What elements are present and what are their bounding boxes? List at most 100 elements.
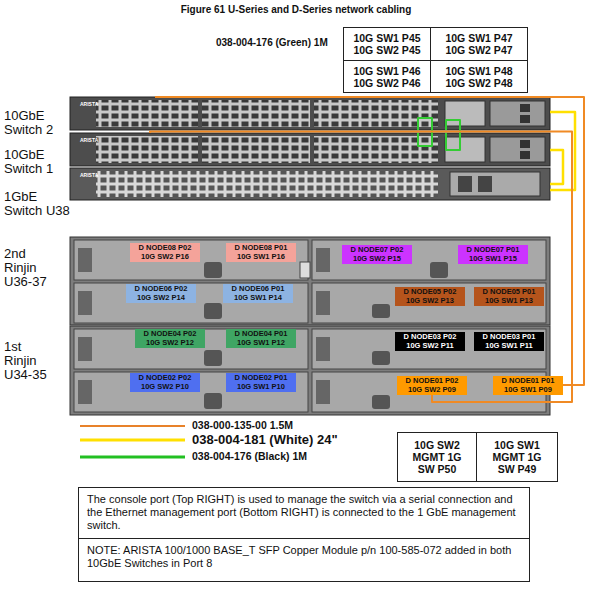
vent (316, 248, 330, 272)
vent (316, 291, 330, 315)
server-unit: 2nd Rinjin U36-37 D NODE08 P02 10G SW2 P1… (4, 237, 550, 325)
legend-text: 038-000-135-00 1.5M (192, 419, 293, 432)
port-tag: D NODE07 P01 10G SW1 P15 (458, 245, 528, 264)
note-text: NOTE: ARISTA 100/1000 BASE_T SFP Copper … (87, 544, 521, 570)
uplink-module (445, 137, 485, 162)
vent (316, 380, 330, 404)
node-tray (312, 329, 546, 369)
port-label: D NODE01 P02 10G SW2 P09 (399, 377, 465, 394)
node-tray (74, 240, 308, 280)
port-tag: D NODE08 P01 10G SW1 P16 (226, 243, 296, 262)
mgmt-module (490, 137, 545, 162)
port-divider (310, 136, 314, 163)
legend-text: 038-004-176 (Black) 1M (192, 450, 307, 463)
unit-heading: 2nd Rinjin U36-37 (4, 247, 52, 289)
table-cell: 10G SW1 P48 10G SW2 P48 (430, 60, 528, 93)
switch-chassis (70, 168, 550, 200)
port-label: D NODE03 P01 10G SW1 P11 (476, 333, 542, 350)
vent (78, 337, 92, 361)
network-cable (418, 118, 432, 146)
unit-heading: 10GbE Switch 2 (4, 109, 66, 137)
port-label: D NODE02 P02 10G SW2 P10 (132, 374, 198, 391)
server-chassis (70, 237, 550, 325)
port-label: D NODE08 P01 10G SW1 P16 (228, 244, 294, 261)
port-tag: D NODE04 P01 10G SW1 P12 (226, 329, 296, 348)
cell-text: 10G SW1 P46 10G SW2 P46 (350, 65, 424, 89)
port-tag: D NODE02 P02 10G SW2 P10 (130, 373, 200, 392)
legend-sample (80, 456, 185, 459)
server-unit: 1st Rinjin U34-35D NODE04 P02 10G SW2 P1… (4, 326, 550, 415)
mgmt-module (490, 101, 545, 126)
note-box: The console port (Top RIGHT) is used to … (78, 487, 530, 539)
port-label: D NODE05 P02 10G SW2 P13 (397, 288, 463, 305)
port-tag: D NODE04 P02 10G SW2 P12 (135, 329, 205, 348)
brand-mark: ARISTA (80, 101, 98, 107)
network-cable (150, 132, 572, 403)
network-cable (550, 112, 575, 190)
port-label: D NODE03 P02 10G SW2 P11 (397, 333, 463, 350)
port-label: D NODE02 P01 10G SW1 P10 (228, 374, 294, 391)
cell-text: 10G SW2 MGMT 1G SW P50 (404, 439, 470, 475)
port-tag: D NODE06 P02 10G SW2 P14 (126, 284, 196, 303)
legend-sample (80, 439, 185, 442)
mgmt-port (520, 151, 530, 159)
sfp-port (458, 176, 472, 192)
port-label: D NODE07 P02 10G SW2 P15 (344, 246, 410, 263)
port-tag: D NODE03 P02 10G SW2 P11 (395, 332, 465, 351)
node-tray (74, 283, 308, 323)
table-cell: 10G SW1 P47 10G SW2 P47 (430, 27, 528, 61)
unit-heading: 1GbE Switch U38 (4, 190, 72, 218)
table-cell: 10G SW2 MGMT 1G SW P50 (397, 432, 477, 482)
power-inlet (430, 262, 448, 278)
vent (78, 291, 92, 315)
port-label: D NODE01 P01 10G SW1 P09 (495, 377, 561, 394)
console-port (520, 104, 530, 112)
cell-text: 10G SW1 P48 10G SW2 P48 (437, 65, 521, 89)
port-label: D NODE05 P01 10G SW1 P13 (476, 288, 542, 305)
power-inlet (204, 303, 222, 319)
port-label: D NODE07 P01 10G SW1 P15 (460, 246, 526, 263)
cell-text: 10G SW1 P45 10G SW2 P45 (350, 32, 424, 56)
network-cable (550, 150, 563, 184)
brand-mark: ARISTA (80, 137, 98, 143)
port-tag: D NODE01 P02 10G SW2 P09 (397, 376, 467, 395)
brand-mark: ARISTA (80, 172, 98, 178)
vent (78, 380, 92, 404)
port-bank (96, 171, 438, 197)
port-tag: D NODE05 P01 10G SW1 P13 (474, 287, 544, 306)
port-label: D NODE04 P01 10G SW1 P12 (228, 330, 294, 347)
node-tray (312, 240, 546, 280)
vent (316, 337, 330, 361)
port-divider (198, 100, 202, 127)
port-tag: D NODE01 P01 10G SW1 P09 (493, 376, 563, 395)
switch-chassis (70, 133, 550, 166)
port-tag: D NODE05 P02 10G SW2 P13 (395, 287, 465, 306)
switch-chassis (70, 97, 550, 130)
legend-sample (80, 425, 185, 427)
port-tag: D NODE08 P02 10G SW2 P16 (130, 243, 200, 262)
cell-text: 10G SW1 P47 10G SW2 P47 (437, 32, 521, 56)
mgmt-port (520, 115, 530, 123)
note-box: NOTE: ARISTA 100/1000 BASE_T SFP Copper … (78, 538, 530, 582)
network-cable (446, 120, 460, 150)
port-label: D NODE06 P02 10G SW2 P14 (128, 285, 194, 302)
port-label: D NODE08 P02 10G SW2 P16 (132, 244, 198, 261)
uplink-module (445, 101, 485, 126)
port-tag: D NODE07 P02 10G SW2 P15 (342, 245, 412, 264)
power-inlet (204, 350, 222, 366)
power-inlet (372, 395, 390, 409)
console-port (520, 140, 530, 148)
power-inlet (204, 262, 222, 278)
uplink-module (450, 172, 540, 196)
port-label: D NODE06 P01 10G SW1 P14 (225, 285, 291, 302)
cell-text: 10G SW1 MGMT 1G SW P49 (483, 439, 551, 475)
table-cell: 10G SW1 P45 10G SW2 P45 (343, 27, 431, 61)
table-cell: 10G SW1 MGMT 1G SW P49 (476, 432, 558, 482)
sfp-port (478, 176, 492, 192)
legend-text: 038-004-181 (White) 24" (192, 432, 338, 447)
node-tray (74, 329, 308, 369)
port-tag: D NODE03 P01 10G SW1 P11 (474, 332, 544, 351)
power-switch (300, 262, 310, 278)
power-inlet (372, 351, 390, 365)
